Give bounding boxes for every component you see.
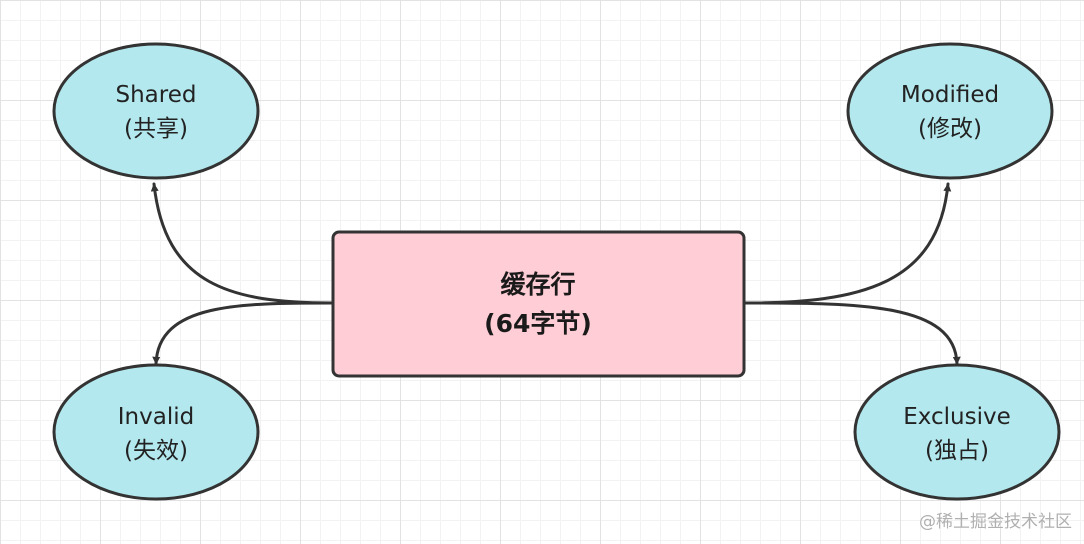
arrow-to-invalid [152, 301, 335, 366]
state-node-modified: Modified (修改) [846, 42, 1054, 180]
cache-line-box [331, 230, 746, 378]
state-sublabel-invalid: (失效) [124, 438, 188, 464]
watermark: @稀土掘金技术社区 [919, 512, 1072, 532]
state-node-invalid: Invalid (失效) [52, 363, 260, 501]
state-sublabel-shared: (共享) [124, 116, 188, 142]
arrow-to-modified [743, 182, 952, 305]
state-sublabel-exclusive: (独占) [925, 438, 989, 464]
state-label-invalid: Invalid [118, 404, 194, 430]
cache-line-node: 缓存行 (64字节) [331, 230, 746, 378]
state-sublabel-modified: (修改) [918, 116, 982, 142]
state-label-shared: Shared [116, 82, 197, 108]
state-label-exclusive: Exclusive [903, 404, 1011, 430]
arrow-to-shared [150, 182, 335, 305]
state-label-modified: Modified [901, 82, 999, 108]
state-ellipse-invalid [52, 363, 260, 501]
arrow-to-exclusive [743, 301, 961, 366]
state-ellipse-exclusive [853, 363, 1061, 501]
cache-line-size: (64字节) [484, 309, 592, 338]
cache-line-title: 缓存行 [500, 270, 575, 299]
state-node-exclusive: Exclusive (独占) [853, 363, 1061, 501]
state-ellipse-shared [52, 42, 260, 180]
state-node-shared: Shared (共享) [52, 42, 260, 180]
state-ellipse-modified [846, 42, 1054, 180]
